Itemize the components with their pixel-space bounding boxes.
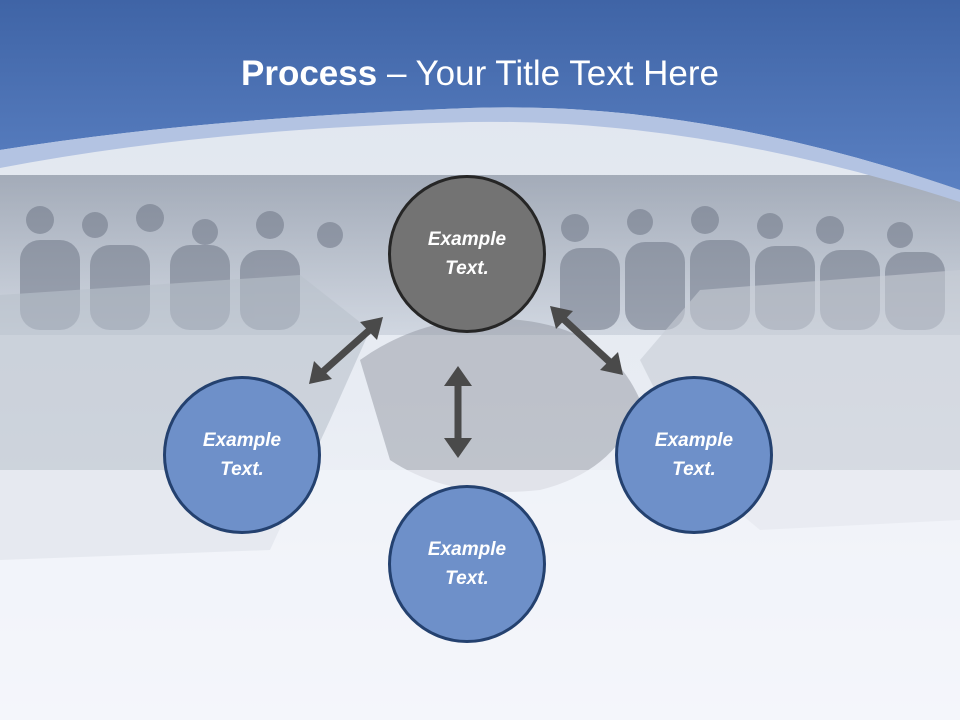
arrow-top-left (315, 323, 377, 379)
node-bottom[interactable]: Example Text. (388, 485, 546, 643)
node-left[interactable]: Example Text. (163, 376, 321, 534)
node-top[interactable]: Example Text. (388, 175, 546, 333)
arrowhead (600, 352, 623, 375)
title-rest: – Your Title Text Here (377, 54, 719, 93)
node-left-text: Example Text. (202, 430, 282, 480)
title-bold: Process (241, 54, 378, 93)
arrowhead (444, 438, 472, 458)
arrowhead (550, 306, 573, 329)
node-right[interactable]: Example Text. (615, 376, 773, 534)
arrowhead (309, 361, 332, 384)
node-right-text: Example Text. (654, 430, 734, 480)
arrowhead (360, 317, 383, 340)
node-bottom-text: Example Text. (427, 539, 507, 589)
arrowhead (444, 366, 472, 386)
node-top-text: Example Text. (427, 229, 507, 279)
slide-title: Process – Your Title Text Here (0, 52, 960, 96)
arrow-top-right (555, 311, 617, 369)
